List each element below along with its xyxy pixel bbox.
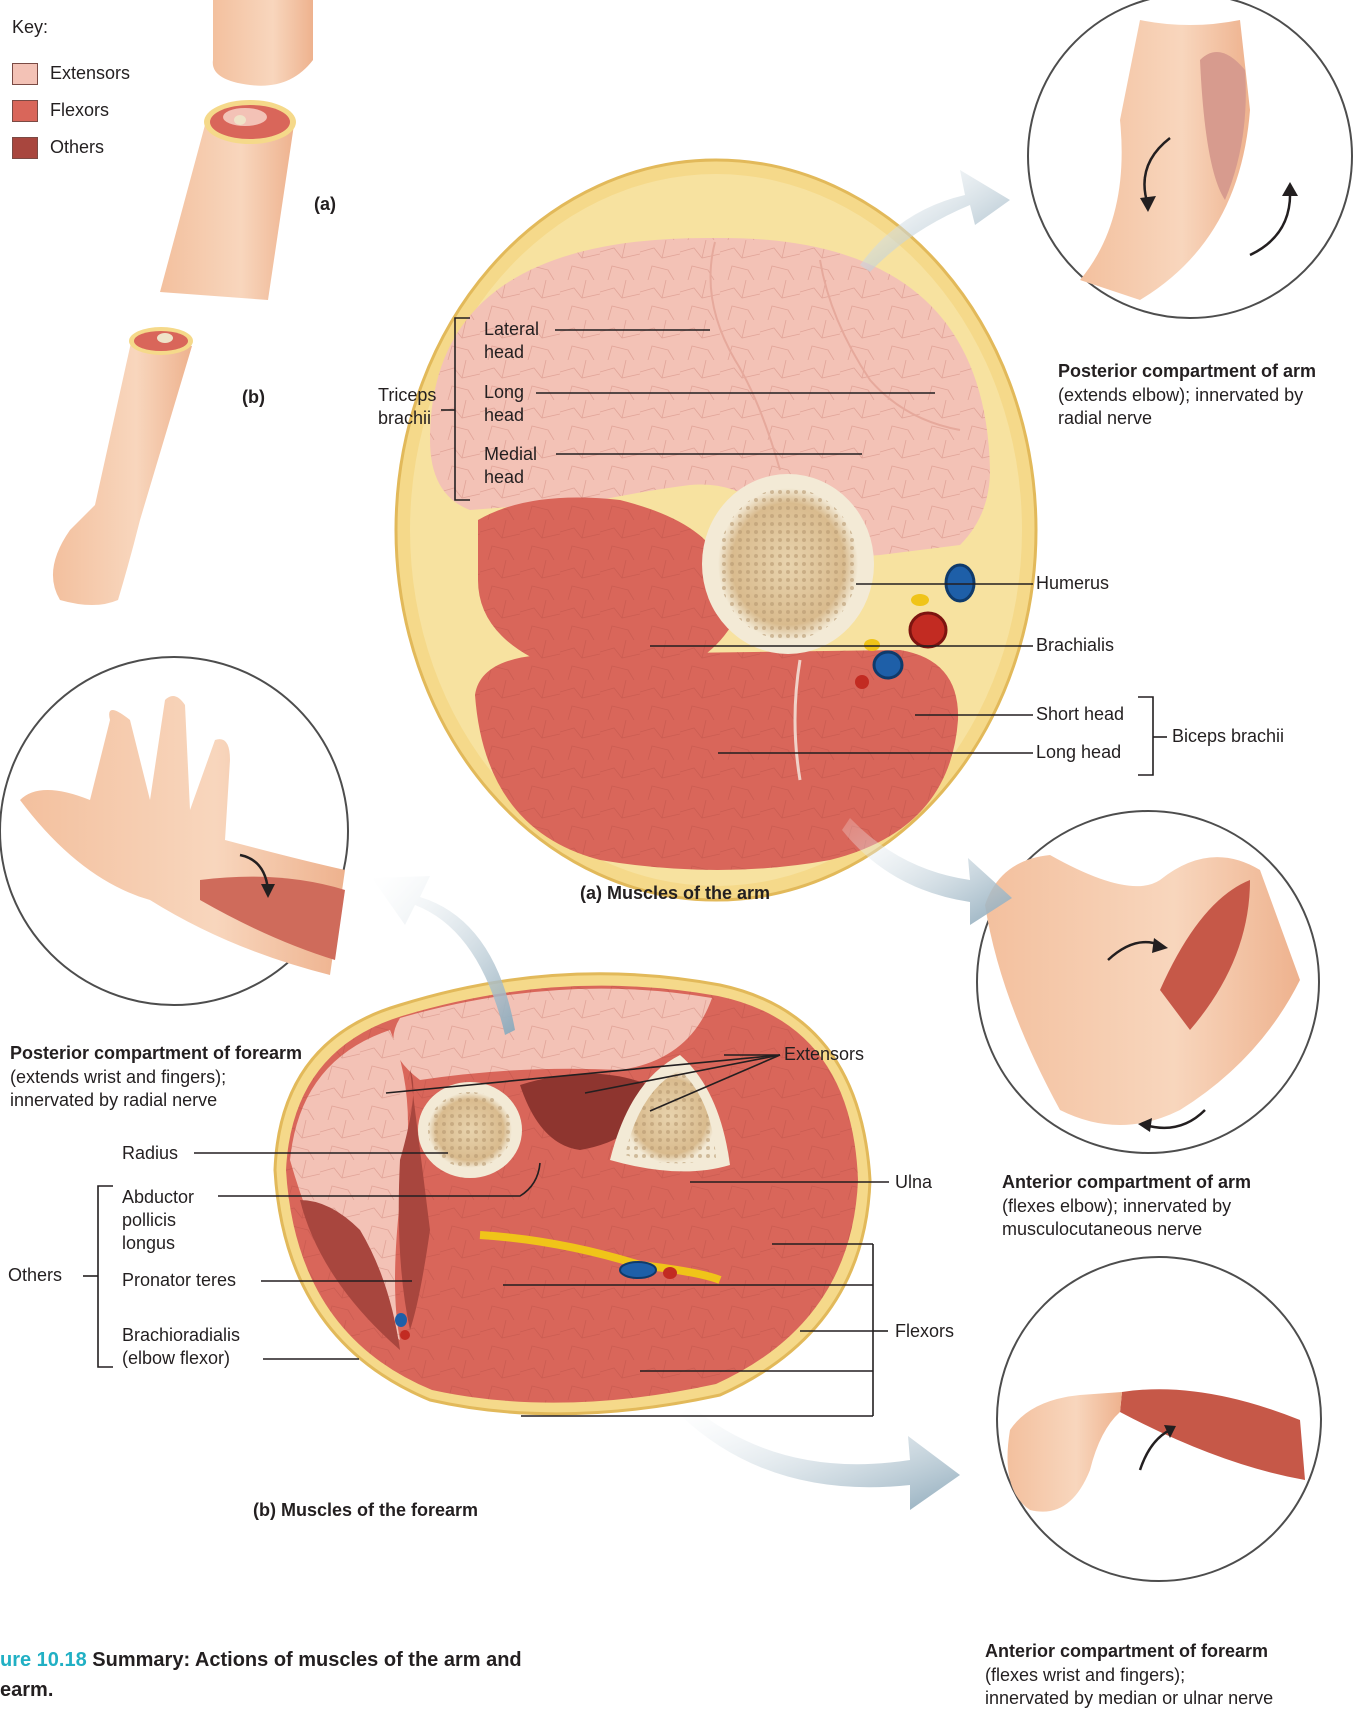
- small-fig-b-label: (b): [242, 386, 265, 409]
- arm-overview-illustration: [160, 0, 313, 300]
- arrow-to-anterior-forearm: [680, 1405, 960, 1510]
- triceps-group-label-line2: brachii: [378, 407, 431, 430]
- small-fig-a-label: (a): [314, 193, 336, 216]
- key-item-flexors: Flexors: [12, 99, 109, 122]
- posterior-arm-desc-line2: radial nerve: [1058, 407, 1152, 430]
- forearm-cross-section: [275, 974, 870, 1414]
- posterior-forearm-circle: [0, 657, 348, 1005]
- anterior-forearm-desc-line1: (flexes wrist and fingers);: [985, 1664, 1185, 1687]
- anterior-arm-circle: [977, 811, 1319, 1153]
- forearm-overview-illustration: [53, 327, 193, 605]
- extensors-label: Extensors: [784, 1043, 864, 1066]
- key-label-others: Others: [50, 136, 104, 159]
- key-title: Key:: [12, 16, 48, 39]
- anterior-arm-desc-line2: musculocutaneous nerve: [1002, 1218, 1202, 1241]
- figure-title-line2: earm.: [0, 1676, 53, 1704]
- long-head-biceps-label: Long head: [1036, 741, 1121, 764]
- brachioradialis-label-line2: (elbow flexor): [122, 1347, 230, 1370]
- forearm-caption: (b) Muscles of the forearm: [253, 1499, 478, 1522]
- short-head-label: Short head: [1036, 703, 1124, 726]
- anterior-forearm-title: Anterior compartment of forearm: [985, 1640, 1268, 1663]
- posterior-forearm-desc-line2: innervated by radial nerve: [10, 1089, 217, 1112]
- anterior-arm-title: Anterior compartment of arm: [1002, 1171, 1251, 1194]
- medial-head-label-line1: Medial: [484, 443, 537, 466]
- posterior-arm-circle: [1028, 0, 1352, 318]
- key-label-flexors: Flexors: [50, 99, 109, 122]
- posterior-forearm-title: Posterior compartment of forearm: [10, 1042, 302, 1065]
- abductor-label-line3: longus: [122, 1232, 175, 1255]
- figure-title: Summary: Actions of muscles of the arm a…: [92, 1649, 521, 1671]
- anterior-forearm-circle: [997, 1257, 1321, 1581]
- long-head-triceps-label-line1: Long: [484, 381, 524, 404]
- long-head-triceps-label-line2: head: [484, 404, 524, 427]
- brachioradialis-label-line1: Brachioradialis: [122, 1324, 240, 1347]
- ulna-label: Ulna: [895, 1171, 932, 1194]
- abductor-label-line1: Abductor: [122, 1186, 194, 1209]
- others-group-label: Others: [8, 1264, 62, 1287]
- extensors-swatch: [12, 63, 38, 85]
- key-item-others: Others: [12, 136, 104, 159]
- flexors-label: Flexors: [895, 1320, 954, 1343]
- lateral-head-label-line2: head: [484, 341, 524, 364]
- arm-cross-section: [396, 160, 1036, 900]
- anterior-arm-desc-line1: (flexes elbow); innervated by: [1002, 1195, 1231, 1218]
- lateral-head-label-line1: Lateral: [484, 318, 539, 341]
- figure-number: ure 10.18: [0, 1649, 87, 1671]
- key-label-extensors: Extensors: [50, 62, 130, 85]
- posterior-arm-title: Posterior compartment of arm: [1058, 360, 1316, 383]
- radius-label: Radius: [122, 1142, 178, 1165]
- flexors-swatch: [12, 100, 38, 122]
- figure-caption: ure 10.18 Summary: Actions of muscles of…: [0, 1646, 522, 1674]
- brachialis-label: Brachialis: [1036, 634, 1114, 657]
- triceps-group-label-line1: Triceps: [378, 384, 436, 407]
- pronator-teres-label: Pronator teres: [122, 1269, 236, 1292]
- others-swatch: [12, 137, 38, 159]
- abductor-label-line2: pollicis: [122, 1209, 176, 1232]
- medial-head-label-line2: head: [484, 466, 524, 489]
- key-item-extensors: Extensors: [12, 62, 130, 85]
- posterior-forearm-desc-line1: (extends wrist and fingers);: [10, 1066, 226, 1089]
- biceps-brachii-label: Biceps brachii: [1172, 725, 1284, 748]
- posterior-arm-desc-line1: (extends elbow); innervated by: [1058, 384, 1303, 407]
- humerus-label: Humerus: [1036, 572, 1109, 595]
- anterior-forearm-desc-line2: innervated by median or ulnar nerve: [985, 1687, 1273, 1710]
- arm-caption: (a) Muscles of the arm: [580, 882, 770, 905]
